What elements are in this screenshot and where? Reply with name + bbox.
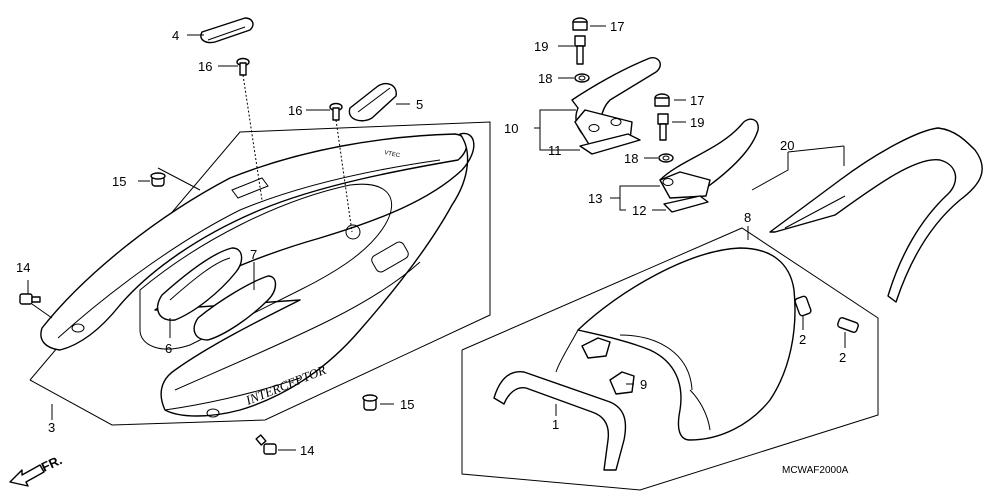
callout-15-a: 15 [112,174,126,189]
part-4-cover [200,17,254,44]
callout-11: 11 [548,143,562,158]
callout-14-a: 14 [16,260,30,275]
callout-16-b: 16 [288,103,302,118]
callout-8: 8 [744,210,751,225]
cap-17-b [654,93,670,107]
callout-17-b: 17 [690,93,704,108]
callout-15-b: 15 [400,397,414,412]
part-7-gasket [193,275,277,341]
washer-18-b [658,153,674,163]
leader-lines [27,25,846,451]
grommet-15-b [362,394,378,411]
pad-2-b [837,317,859,333]
callout-17-a: 17 [610,19,624,34]
callout-7: 7 [250,247,257,262]
callout-9: 9 [640,377,647,392]
diagram-code: MCWAF2000A [782,465,849,476]
callout-14-b: 14 [300,443,314,458]
callout-20: 20 [780,138,794,153]
callout-18-a: 18 [538,71,552,86]
callout-3: 3 [48,420,55,435]
callout-6: 6 [165,341,172,356]
part-6-gasket [157,247,243,321]
callout-4: 4 [172,28,179,43]
callout-16-a: 16 [198,59,212,74]
bracket-9 [581,337,635,395]
pad-2-a [794,295,812,317]
rear-cowl-inner-frame [139,183,393,350]
bolt-14-a [19,293,41,305]
callout-2-b: 2 [839,350,846,365]
callout-19-b: 19 [690,115,704,130]
callout-1: 1 [552,417,559,432]
callout-5: 5 [416,97,423,112]
cowl-badge: VTEC [384,150,402,159]
bolt-19-b [657,113,669,141]
bolt-14-b [255,434,277,455]
part-5-cover [348,82,397,122]
bolt-19-a [574,35,586,65]
seat-grip-rail [493,371,627,471]
grommet-15-a [150,172,166,187]
grab-rail-left-10 [571,57,661,147]
seat-cowl-group-outline [461,227,879,491]
callout-18-b: 18 [624,151,638,166]
seat-cover-20 [769,127,983,303]
callout-13: 13 [588,191,602,206]
callout-2-a: 2 [799,332,806,347]
callout-19-a: 19 [534,39,548,54]
cap-17-a [572,17,588,31]
washer-18-a [574,73,590,83]
rear-cowl-left: VTEC [40,133,468,351]
rail-gasket-11 [579,133,641,155]
rail-gasket-12 [663,195,709,213]
grab-rail-right-13 [659,118,759,199]
front-label: FR. [39,452,64,474]
screw-16-a [236,57,263,201]
callout-10: 10 [504,121,518,136]
front-arrow-icon: FR. [9,452,64,487]
rear-cowl-group-outline [29,121,491,426]
seat-cowl-1 [555,247,796,441]
screw-16-b [329,102,353,233]
callout-12: 12 [632,203,646,218]
